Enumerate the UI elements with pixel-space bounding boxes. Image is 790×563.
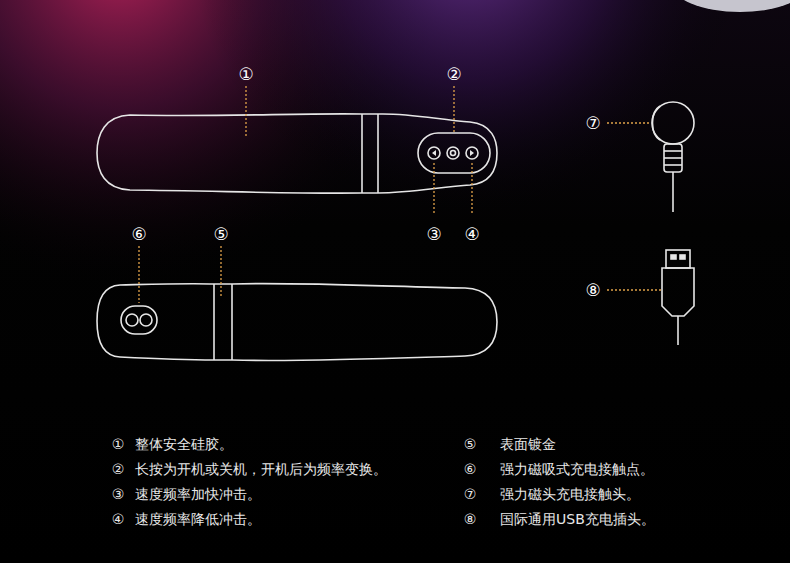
part-description: 速度频率加快冲击。 (135, 486, 261, 503)
power-button (447, 147, 459, 159)
cable (677, 316, 679, 345)
usb-plug-metal (666, 250, 690, 268)
device-body (97, 284, 497, 361)
leader-line (433, 163, 434, 214)
callout-number: ⑧ (464, 511, 477, 528)
band-line (231, 284, 233, 360)
part-description: 速度频率降低冲击。 (135, 511, 261, 528)
leader-line (471, 163, 472, 214)
band-line (213, 284, 215, 360)
part-description: 强力磁吸式充电接触点。 (500, 461, 654, 478)
callout-number: ② (112, 461, 125, 478)
contact (126, 314, 138, 326)
magnetic-head (653, 106, 661, 140)
arrow-icons (432, 150, 474, 156)
callout-number: ④ (112, 511, 125, 528)
callout-number: ⑥ (131, 224, 146, 244)
leader-line (138, 246, 139, 303)
callout-number: ⑥ (464, 461, 477, 478)
contact (140, 314, 152, 326)
device-body (97, 114, 497, 193)
part-description: 整体安全硅胶。 (135, 436, 233, 453)
usb-hole (671, 255, 676, 259)
corner-light (670, 0, 790, 12)
callout-number: ⑦ (464, 486, 477, 503)
part-description: 表面镀金 (500, 436, 556, 453)
strain-relief (664, 164, 682, 166)
cable (672, 172, 674, 212)
strain-relief (664, 150, 682, 152)
part-description: 长按为开机或关机，开机后为频率变换。 (135, 461, 387, 478)
callout-number: ⑤ (464, 436, 477, 453)
callout-number: ③ (426, 224, 441, 244)
usb-hole (680, 255, 685, 259)
callout-number: ④ (464, 224, 479, 244)
power-button (451, 151, 456, 156)
leader-line (453, 86, 454, 134)
magnetic-head (652, 102, 694, 144)
band-line (361, 114, 363, 193)
button-panel (418, 133, 490, 173)
charging-contacts (121, 306, 157, 334)
callout-number: ① (112, 436, 125, 453)
strain-relief (664, 144, 682, 172)
leader-line (607, 122, 650, 123)
part-description: 强力磁头充电接触头。 (500, 486, 640, 503)
callout-number: ⑤ (213, 224, 228, 244)
leader-line (607, 289, 661, 290)
callout-number: ⑧ (585, 280, 600, 300)
leader-line (220, 246, 221, 297)
band-line (377, 114, 379, 193)
part-description: 国际通用USB充电插头。 (500, 511, 655, 528)
strain-relief (664, 157, 682, 159)
callout-number: ⑦ (585, 113, 600, 133)
usb-plug-body (662, 268, 694, 316)
leader-line (245, 86, 246, 138)
callout-number: ③ (112, 486, 125, 503)
callout-number: ② (446, 64, 461, 84)
callout-number: ① (238, 64, 253, 84)
